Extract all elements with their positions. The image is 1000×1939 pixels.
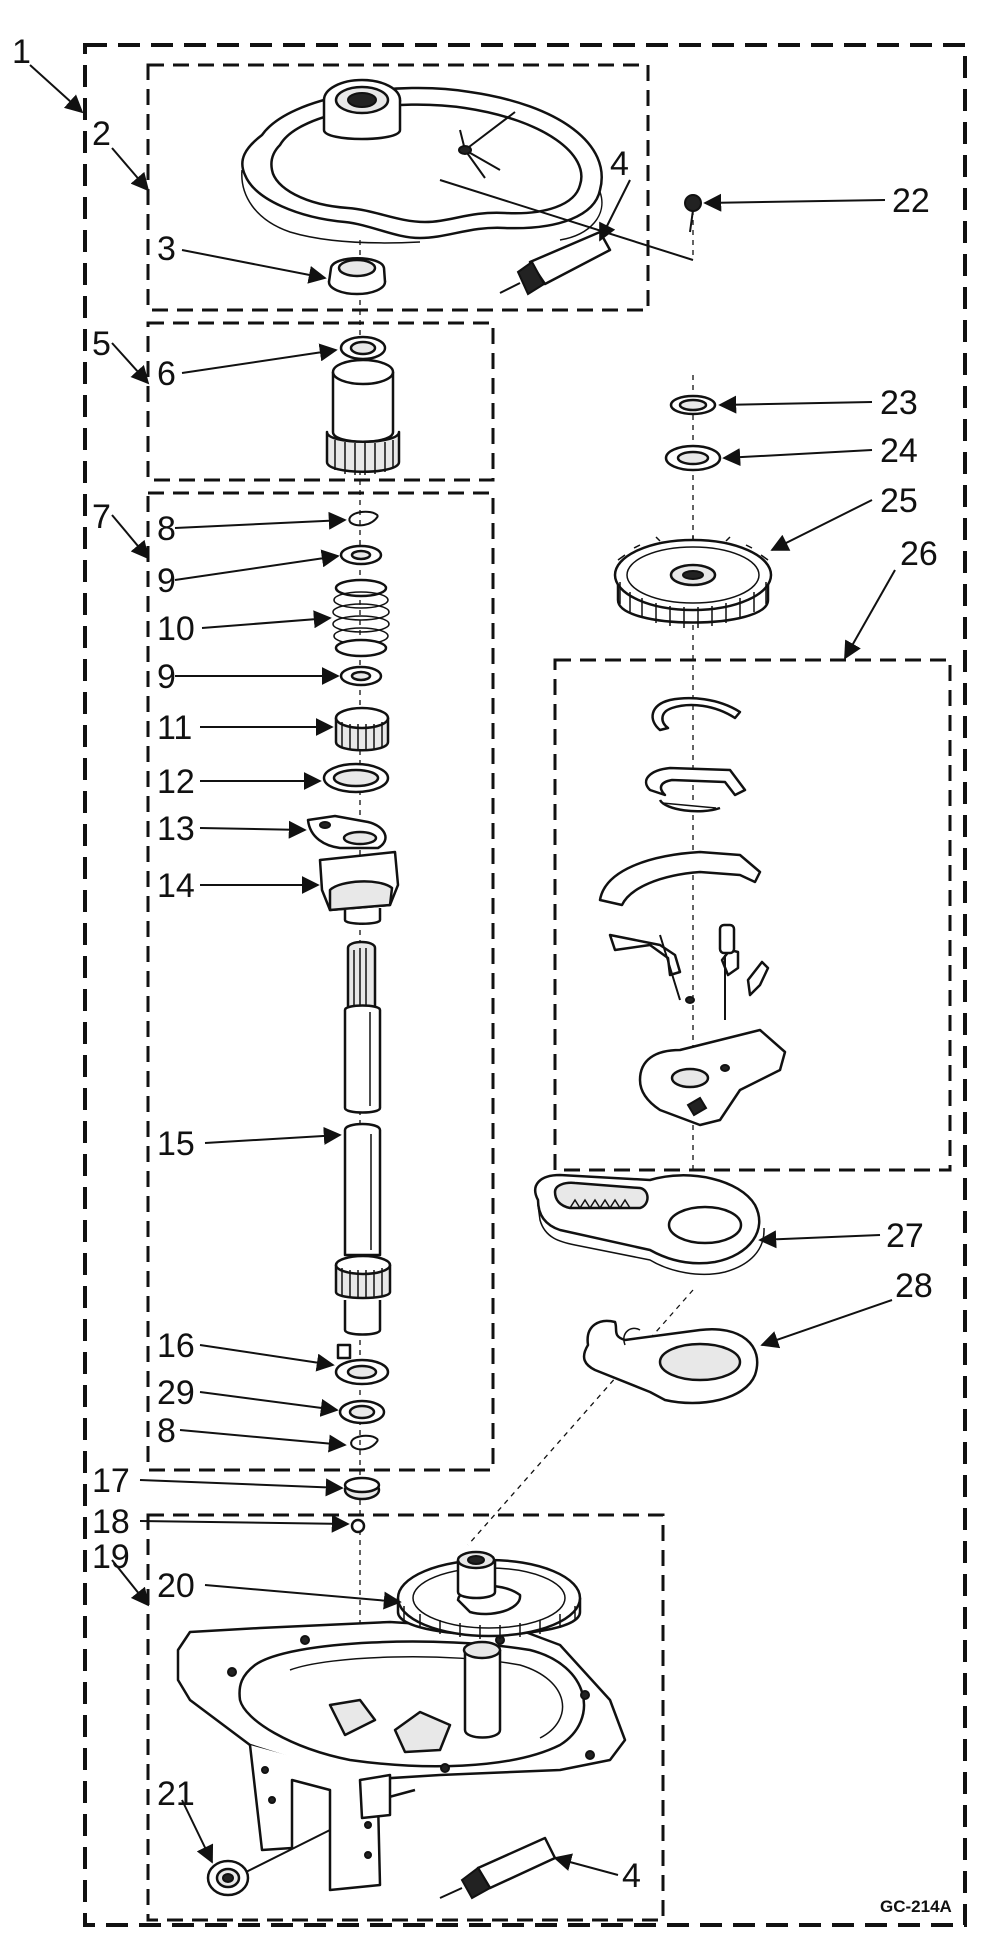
callout-3: 3	[157, 230, 176, 268]
callout-21: 21	[157, 1775, 195, 1813]
retaining-ring-8-top	[348, 510, 379, 527]
callout-14: 14	[157, 867, 195, 905]
ring-23	[669, 394, 717, 416]
group-5-outline	[146, 321, 495, 482]
washer-9-bottom	[339, 665, 383, 687]
callout-8-top: 8	[157, 510, 176, 548]
callout-18: 18	[92, 1503, 130, 1541]
group-26-outline	[553, 658, 952, 1172]
washer-12	[322, 762, 390, 794]
callout-1: 1	[12, 33, 31, 71]
callout-19: 19	[92, 1538, 130, 1576]
callout-17: 17	[92, 1462, 130, 1500]
shaft-lower	[334, 1122, 392, 1336]
thrust-washer-16	[334, 1343, 390, 1386]
washer-24	[664, 444, 722, 472]
callout-23: 23	[880, 384, 918, 422]
gear-25	[613, 536, 773, 628]
shift-lever-27	[534, 1173, 765, 1276]
retaining-ring-8-bottom	[350, 1434, 379, 1451]
callout-20: 20	[157, 1567, 195, 1605]
clip-28	[582, 1319, 759, 1405]
callout-10: 10	[157, 610, 195, 648]
group-7-outline	[146, 491, 495, 1472]
callout-24: 24	[880, 432, 918, 470]
leader-lines	[29, 64, 896, 1876]
callout-29: 29	[157, 1374, 195, 1412]
callout-2: 2	[92, 115, 111, 153]
callout-26: 26	[900, 535, 938, 573]
gear-11	[334, 706, 390, 752]
cap-17	[343, 1476, 381, 1501]
callout-11: 11	[157, 709, 192, 747]
link-axis	[467, 1289, 694, 1546]
callout-9-bottom: 9	[157, 658, 176, 696]
callout-28: 28	[895, 1267, 933, 1305]
washer-29	[338, 1399, 386, 1425]
callout-15: 15	[157, 1125, 195, 1163]
callout-9-top: 9	[157, 562, 176, 600]
callout-12: 12	[157, 763, 195, 801]
gear-case-cover	[241, 78, 603, 244]
callout-13: 13	[157, 810, 195, 848]
pinion-assembly	[325, 335, 401, 475]
callout-6: 6	[157, 355, 176, 393]
drive-gear-20	[396, 1550, 582, 1639]
cam-13	[306, 814, 387, 850]
callout-4-top: 4	[610, 145, 629, 183]
assembly-1-outline	[83, 43, 967, 1927]
callout-22: 22	[892, 182, 930, 220]
drive-block-14	[318, 850, 400, 925]
diagram-code: GC-214A	[880, 1897, 952, 1916]
washer-9-top	[339, 544, 383, 566]
callout-4-bottom: 4	[622, 1857, 641, 1895]
spring-10	[332, 578, 390, 658]
group-2-outline	[146, 63, 650, 312]
callout-25: 25	[880, 482, 918, 520]
bushing-21	[206, 1829, 331, 1897]
grease-tube-top	[499, 230, 612, 296]
clutch-group-26	[598, 696, 787, 1127]
shaft-upper	[343, 940, 382, 1114]
screw-22	[684, 194, 702, 233]
grease-tube-bottom	[439, 1836, 557, 1900]
gear-case-base	[176, 1620, 627, 1892]
group-19-outline	[146, 1513, 665, 1922]
callout-7: 7	[92, 498, 111, 536]
callout-5: 5	[92, 325, 111, 363]
ball-18	[350, 1518, 366, 1534]
seal	[327, 257, 387, 296]
callout-labels: 1 2 3 4 5 6 7 8 9 10 9 11 12 13 14 15 16…	[12, 33, 952, 1916]
callout-27: 27	[886, 1217, 924, 1255]
callout-8-bottom: 8	[157, 1412, 176, 1450]
callout-16: 16	[157, 1327, 195, 1365]
